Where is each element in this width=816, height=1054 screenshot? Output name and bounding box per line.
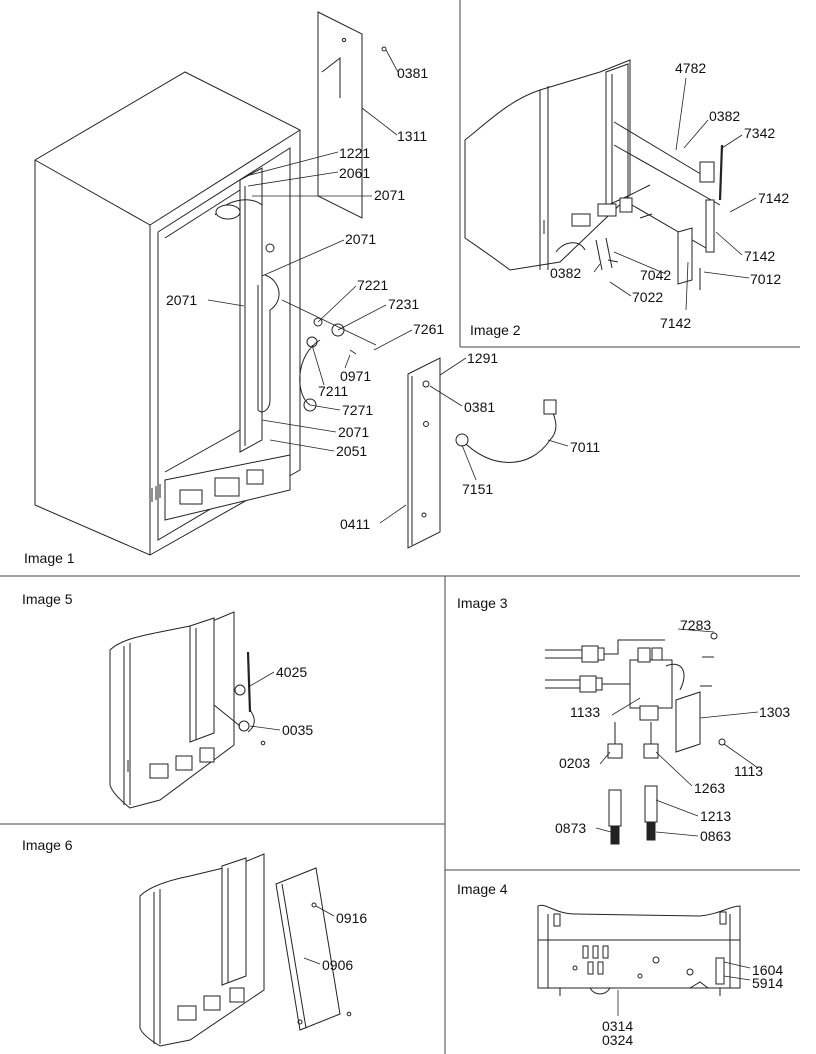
image-6-leaders bbox=[303, 905, 335, 965]
image-5-panel: 4025 0035 Image 5 bbox=[22, 591, 313, 809]
callout-2051: 2051 bbox=[336, 443, 367, 459]
callout-1113: 1113 bbox=[734, 763, 763, 779]
callout-7011: 7011 bbox=[570, 439, 600, 455]
callout-7151: 7151 bbox=[462, 481, 493, 497]
callout-0324: 0324 bbox=[602, 1032, 633, 1048]
callout-0411: 0411 bbox=[340, 516, 370, 532]
panel-title-image-2: Image 2 bbox=[470, 322, 521, 338]
callout-7261: 7261 bbox=[413, 321, 444, 337]
base-pan-assembly bbox=[537, 904, 741, 996]
panel-title-image-1: Image 1 bbox=[24, 550, 75, 566]
image-4-leaders bbox=[617, 961, 751, 1016]
image-3-panel: 7283 1133 1303 0203 1263 1113 1213 0873 … bbox=[457, 595, 790, 845]
image-1-leaders bbox=[207, 49, 569, 524]
callout-0863: 0863 bbox=[700, 828, 731, 844]
callout-1263: 1263 bbox=[694, 780, 725, 796]
image-2-panel: 4782 0382 7342 7142 7142 0382 7042 7012 … bbox=[464, 59, 789, 338]
callout-0381: 0381 bbox=[397, 65, 428, 81]
callout-1604: 1604 bbox=[752, 962, 783, 978]
callout-7142: 7142 bbox=[660, 315, 691, 331]
callout-0035: 0035 bbox=[282, 722, 313, 738]
callout-7022: 7022 bbox=[632, 289, 663, 305]
cabinet-rear-detail bbox=[464, 59, 724, 290]
callout-1303: 1303 bbox=[759, 704, 790, 720]
callout-7231: 7231 bbox=[388, 296, 419, 312]
callout-7283: 7283 bbox=[680, 617, 711, 633]
callout-0906: 0906 bbox=[322, 957, 353, 973]
callout-0382: 0382 bbox=[709, 108, 740, 124]
callout-7142: 7142 bbox=[758, 190, 789, 206]
callout-0314: 0314 bbox=[602, 1018, 633, 1034]
callout-5914: 5914 bbox=[752, 975, 783, 991]
refrigerator-cabinet bbox=[34, 71, 377, 556]
callout-0381: 0381 bbox=[464, 399, 495, 415]
callout-7211: 7211 bbox=[318, 383, 348, 399]
callout-7221: 7221 bbox=[357, 277, 388, 293]
callout-2071: 2071 bbox=[166, 292, 197, 308]
power-cord-7011 bbox=[455, 399, 557, 463]
callout-1221: 1221 bbox=[339, 145, 370, 161]
image-1-callouts: 0381 1311 1221 2061 2071 2071 2071 7221 … bbox=[166, 65, 600, 532]
callout-7042: 7042 bbox=[640, 267, 671, 283]
callout-1311: 1311 bbox=[397, 128, 427, 144]
callout-2071: 2071 bbox=[345, 231, 376, 247]
image-3-leaders bbox=[595, 628, 759, 837]
callout-7012: 7012 bbox=[750, 271, 781, 287]
callout-1213: 1213 bbox=[700, 808, 731, 824]
image-5-callouts: 4025 0035 bbox=[276, 664, 313, 738]
cover-panel-0411 bbox=[407, 357, 441, 549]
callout-0873: 0873 bbox=[555, 820, 586, 836]
callout-0916: 0916 bbox=[336, 910, 367, 926]
callout-4782: 4782 bbox=[675, 60, 706, 76]
image-3-callouts: 7283 1133 1303 0203 1263 1113 1213 0873 … bbox=[555, 617, 790, 844]
callout-1291: 1291 bbox=[467, 350, 498, 366]
rear-panel-1311 bbox=[317, 11, 387, 219]
cabinet-corner-detail-6 bbox=[139, 853, 265, 1047]
callout-1133: 1133 bbox=[570, 704, 600, 720]
image-5-leaders bbox=[249, 671, 281, 731]
panel-title-image-3: Image 3 bbox=[457, 595, 508, 611]
image-4-callouts: 1604 5914 0314 0324 bbox=[602, 962, 783, 1048]
water-valve-assembly bbox=[545, 632, 726, 845]
panel-title-image-6: Image 6 bbox=[22, 837, 73, 853]
image-6-callouts: 0916 0906 bbox=[322, 910, 367, 973]
callout-7342: 7342 bbox=[744, 125, 775, 141]
callout-0382: 0382 bbox=[550, 265, 581, 281]
image-2-callouts: 4782 0382 7342 7142 7142 0382 7042 7012 … bbox=[550, 60, 789, 331]
callout-4025: 4025 bbox=[276, 664, 307, 680]
callout-7142: 7142 bbox=[744, 248, 775, 264]
callout-0971: 0971 bbox=[340, 368, 371, 384]
callout-2071: 2071 bbox=[338, 424, 369, 440]
callout-0203: 0203 bbox=[559, 755, 590, 771]
callout-2061: 2061 bbox=[339, 165, 370, 181]
cover-panel-0906 bbox=[275, 867, 352, 1031]
cabinet-corner-detail-5 bbox=[109, 611, 266, 809]
image-1-panel: 0381 1311 1221 2061 2071 2071 2071 7221 … bbox=[24, 11, 600, 566]
image-4-panel: 1604 5914 0314 0324 Image 4 bbox=[457, 881, 783, 1048]
callout-2071: 2071 bbox=[374, 187, 405, 203]
panel-title-image-5: Image 5 bbox=[22, 591, 73, 607]
image-6-panel: 0916 0906 Image 6 bbox=[22, 837, 367, 1047]
image-2-leaders bbox=[593, 77, 757, 311]
panel-title-image-4: Image 4 bbox=[457, 881, 508, 897]
callout-7271: 7271 bbox=[342, 402, 373, 418]
